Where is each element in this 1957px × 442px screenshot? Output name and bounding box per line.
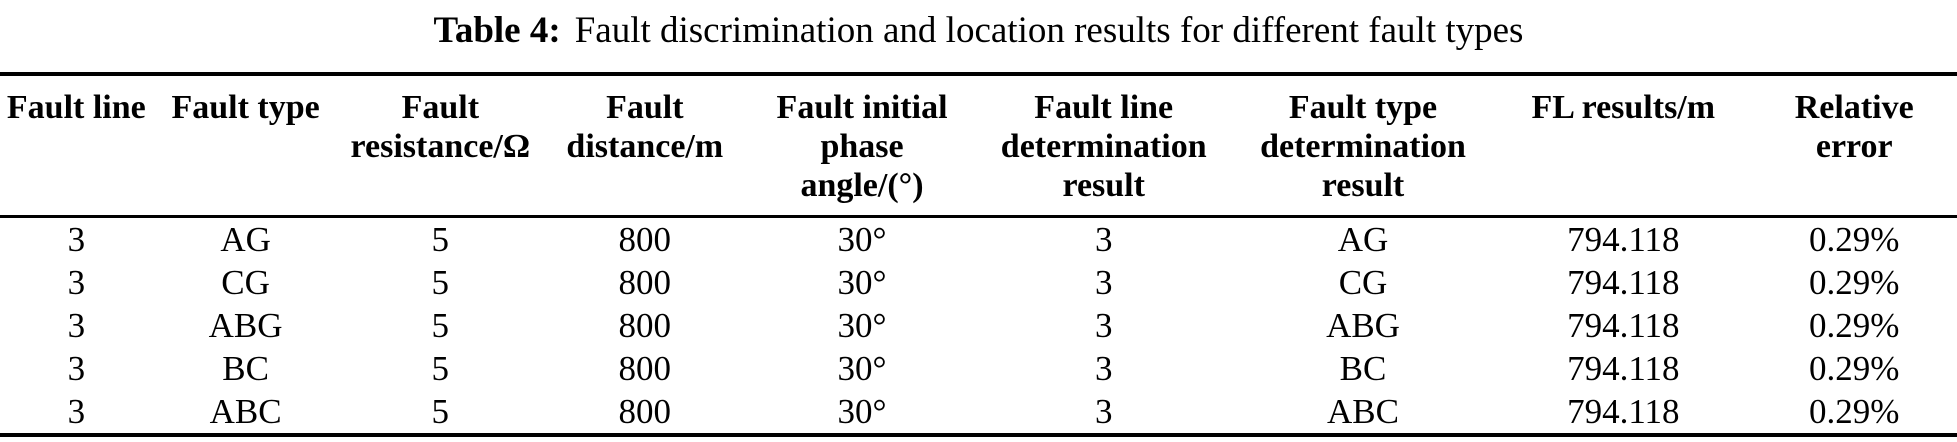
table-cell: BC bbox=[1339, 349, 1387, 388]
column-header-fault-line: Fault line bbox=[0, 74, 153, 218]
table-cell: CG bbox=[1338, 263, 1388, 302]
results-table: Fault line Fault type Fault resistance/Ω… bbox=[0, 72, 1957, 437]
table-cell: 30° bbox=[837, 306, 887, 345]
table-cell: 794.118 bbox=[1567, 306, 1680, 345]
table-caption-text: Fault discrimination and location result… bbox=[574, 10, 1524, 51]
table-cell: 800 bbox=[618, 263, 672, 302]
table-caption-number: Table 4: bbox=[433, 10, 561, 51]
table-cell: ABC bbox=[1327, 392, 1399, 431]
column-header-fl-results: FL results/m bbox=[1495, 74, 1752, 218]
table-caption: Table 4: Fault discrimination and locati… bbox=[0, 0, 1957, 72]
table-header-row: Fault line Fault type Fault resistance/Ω… bbox=[0, 74, 1957, 218]
table-row: 3 AG 5 800 30° 3 AG 794.118 0.29% bbox=[0, 217, 1957, 262]
table-cell: 30° bbox=[837, 349, 887, 388]
table-cell: 0.29% bbox=[1809, 306, 1900, 345]
table-cell: 0.29% bbox=[1809, 263, 1900, 302]
table-cell: ABG bbox=[1326, 306, 1400, 345]
column-header-fault-type: Fault type bbox=[152, 74, 339, 218]
table-cell: 3 bbox=[1094, 306, 1113, 345]
table-cell: 0.29% bbox=[1809, 392, 1900, 431]
table-cell: ABG bbox=[208, 306, 283, 345]
table-cell: 0.29% bbox=[1809, 349, 1900, 388]
table-row: 3 ABG 5 800 30° 3 ABG 794.118 0.29% bbox=[0, 304, 1957, 347]
table-cell: 794.118 bbox=[1567, 392, 1680, 431]
table-row: 3 BC 5 800 30° 3 BC 794.118 0.29% bbox=[0, 347, 1957, 390]
table-row: 3 ABC 5 800 30° 3 ABC 794.118 0.29% bbox=[0, 390, 1957, 435]
table-cell: AG bbox=[1337, 220, 1389, 259]
table-cell: 794.118 bbox=[1567, 349, 1680, 388]
column-header-fault-initial-phase-angle: Fault initial phase angle/(°) bbox=[747, 74, 977, 218]
table-cell: 800 bbox=[618, 220, 672, 259]
column-header-fault-resistance: Fault resistance/Ω bbox=[338, 74, 543, 218]
table-cell: 3 bbox=[1094, 220, 1113, 259]
table-cell: 5 bbox=[431, 306, 450, 345]
table-cell: 800 bbox=[618, 392, 672, 431]
table-cell: 5 bbox=[431, 220, 450, 259]
table-cell: 5 bbox=[431, 263, 450, 302]
table-cell: 3 bbox=[1094, 349, 1113, 388]
table-cell: 800 bbox=[618, 306, 672, 345]
table-cell: 30° bbox=[837, 220, 887, 259]
column-header-relative-error: Relative error bbox=[1751, 74, 1957, 218]
table-cell: 794.118 bbox=[1567, 220, 1680, 259]
table-cell: 5 bbox=[431, 349, 450, 388]
table-cell: 3 bbox=[67, 349, 86, 388]
column-header-fault-type-determination-result: Fault type determination result bbox=[1230, 74, 1496, 218]
table-cell: AG bbox=[220, 220, 271, 259]
table-cell: 0.29% bbox=[1809, 220, 1900, 259]
column-header-fault-distance: Fault distance/m bbox=[542, 74, 748, 218]
table-cell: 5 bbox=[431, 392, 450, 431]
table-cell: 3 bbox=[1094, 392, 1113, 431]
table-cell: 3 bbox=[67, 306, 86, 345]
table-row: 3 CG 5 800 30° 3 CG 794.118 0.29% bbox=[0, 261, 1957, 304]
table-cell: 30° bbox=[837, 263, 887, 302]
table-cell: CG bbox=[221, 263, 270, 302]
table-cell: 30° bbox=[837, 392, 887, 431]
table-cell: 3 bbox=[67, 263, 86, 302]
table-cell: BC bbox=[222, 349, 269, 388]
table-cell: 3 bbox=[1094, 263, 1113, 302]
column-header-fault-line-determination-result: Fault line determination result bbox=[976, 74, 1231, 218]
table-cell: 800 bbox=[618, 349, 672, 388]
table-cell: ABC bbox=[209, 392, 282, 431]
table-cell: 3 bbox=[67, 392, 86, 431]
table-cell: 794.118 bbox=[1567, 263, 1680, 302]
table-cell: 3 bbox=[67, 220, 86, 259]
